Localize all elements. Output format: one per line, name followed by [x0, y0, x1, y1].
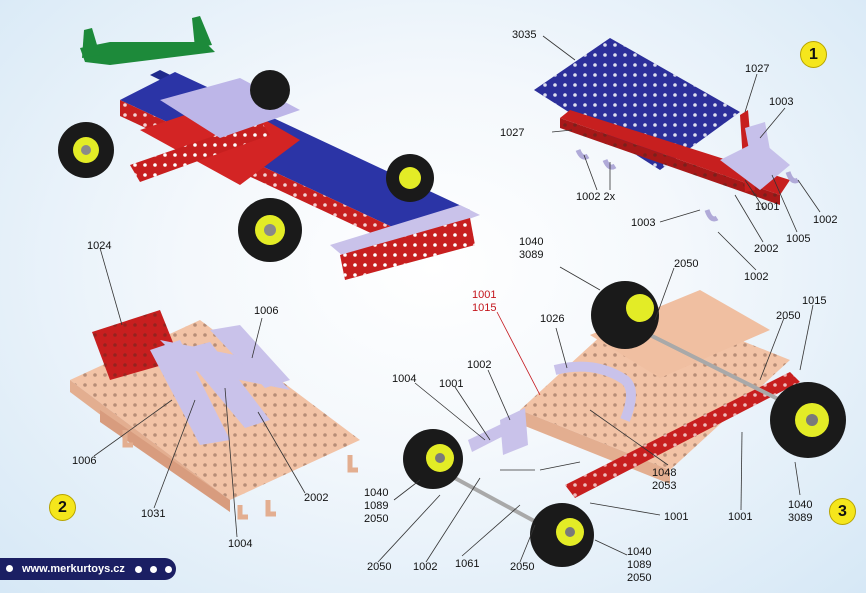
label-1040-1089-2050: 1040 1089 2050: [364, 487, 389, 525]
bullet-dot-icon: [149, 565, 157, 573]
label-1002: 1002: [413, 561, 438, 573]
website-link[interactable]: www.merkurtoys.cz: [22, 563, 125, 575]
step3-illustration: [403, 281, 846, 567]
label-1061: 1061: [455, 558, 480, 570]
label-1027: 1027: [745, 63, 770, 75]
label-1003: 1003: [769, 96, 794, 108]
label-1004: 1004: [392, 373, 417, 385]
label-1006: 1006: [254, 305, 279, 317]
label-1001: 1001: [728, 511, 753, 523]
label-1031: 1031: [141, 508, 166, 520]
label-2002: 2002: [754, 243, 779, 255]
label-2050: 2050: [510, 561, 535, 573]
step-marker-2: 2: [49, 494, 76, 521]
label-1001: 1001: [664, 511, 689, 523]
label-1024: 1024: [87, 240, 112, 252]
step1-illustration: [534, 38, 800, 222]
bullet-dot-icon: [134, 565, 142, 573]
label-1001: 1001: [439, 378, 464, 390]
finished-car-illustration: [58, 16, 480, 280]
label-1003: 1003: [631, 217, 656, 229]
step2-illustration: [70, 310, 360, 520]
label-1002: 1002: [744, 271, 769, 283]
label-1015: 1015: [802, 295, 827, 307]
step-marker-3: 3: [829, 498, 856, 525]
label-1027: 1027: [500, 127, 525, 139]
label-1002: 1002: [813, 214, 838, 226]
label-3035: 3035: [512, 29, 537, 41]
label-1040-1089-2050: 1040 1089 2050: [627, 546, 652, 584]
label-2050: 2050: [674, 258, 699, 270]
label-1026: 1026: [540, 313, 565, 325]
label-1048-2053: 1048 2053: [652, 467, 677, 492]
label-1001-1015: 1001 1015: [472, 289, 497, 314]
label-2050: 2050: [367, 561, 392, 573]
label-1002-2x: 1002 2x: [576, 191, 616, 203]
website-footer-bar: www.merkurtoys.cz: [0, 558, 176, 580]
leader-lines: [93, 35, 821, 563]
bullet-dot-icon: [164, 565, 172, 573]
label-2002: 2002: [304, 492, 329, 504]
label-1005: 1005: [786, 233, 811, 245]
label-2050: 2050: [776, 310, 801, 322]
label-1006: 1006: [72, 455, 97, 467]
label-1004: 1004: [228, 538, 253, 550]
label-1001: 1001: [755, 201, 780, 213]
label-1040-3089: 1040 3089: [519, 236, 544, 261]
bullet-dot-icon: [6, 565, 13, 572]
label-1040-3089: 1040 3089: [788, 499, 813, 524]
step-marker-1: 1: [800, 41, 827, 68]
label-1002: 1002: [467, 359, 492, 371]
